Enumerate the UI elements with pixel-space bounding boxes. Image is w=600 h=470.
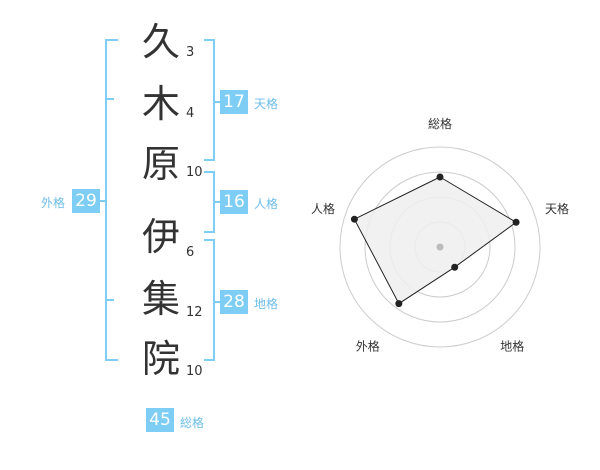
radar-point-1	[436, 173, 444, 181]
radar-points	[350, 173, 520, 308]
name-char-5: 集	[141, 277, 180, 321]
stroke-count-6: 10	[186, 364, 203, 379]
soukaku-value-badge: 45	[146, 408, 174, 432]
radar-axis-label-1: 総格	[428, 116, 452, 131]
radar-axis-label-3: 地格	[500, 339, 524, 354]
soukaku-label: 総格	[180, 416, 205, 430]
tenkaku-label: 天格	[254, 97, 279, 111]
jinkaku-value-badge: 16	[220, 190, 248, 214]
stroke-count-3: 10	[186, 165, 203, 180]
radar-axis-label-4: 外格	[356, 339, 380, 354]
chikaku-label: 地格	[254, 297, 279, 311]
gaikaku-label: 外格	[41, 196, 66, 210]
radar-point-2	[512, 218, 520, 226]
radar-axis-label-5: 人格	[311, 201, 335, 216]
radar-data-polygon	[353, 176, 518, 305]
radar-ring-3	[364, 171, 516, 323]
chikaku-value-badge: 28	[220, 290, 248, 314]
name-char-4: 伊	[141, 215, 180, 259]
radar-point-3	[451, 263, 459, 271]
tenkaku-bracket	[204, 39, 215, 161]
stroke-count-1: 3	[186, 45, 195, 60]
name-char-1: 久	[141, 20, 180, 64]
chikaku-bracket	[204, 239, 215, 361]
name-char-3: 原	[141, 142, 180, 186]
stroke-count-5: 12	[186, 305, 203, 320]
radar-ring-4	[339, 146, 541, 348]
radar-point-5	[350, 215, 358, 223]
gaikaku-value-badge: 29	[72, 189, 100, 213]
jinkaku-label: 人格	[254, 197, 279, 211]
tenkaku-value-badge: 17	[220, 90, 248, 114]
radar-center-dot	[436, 243, 444, 251]
name-char-2: 木	[141, 82, 180, 126]
radar-point-4	[395, 300, 403, 308]
name-char-6: 院	[141, 337, 180, 381]
stroke-count-4: 6	[186, 245, 195, 260]
stroke-count-2: 4	[186, 106, 195, 121]
radar-axis-label-2: 天格	[545, 201, 569, 216]
